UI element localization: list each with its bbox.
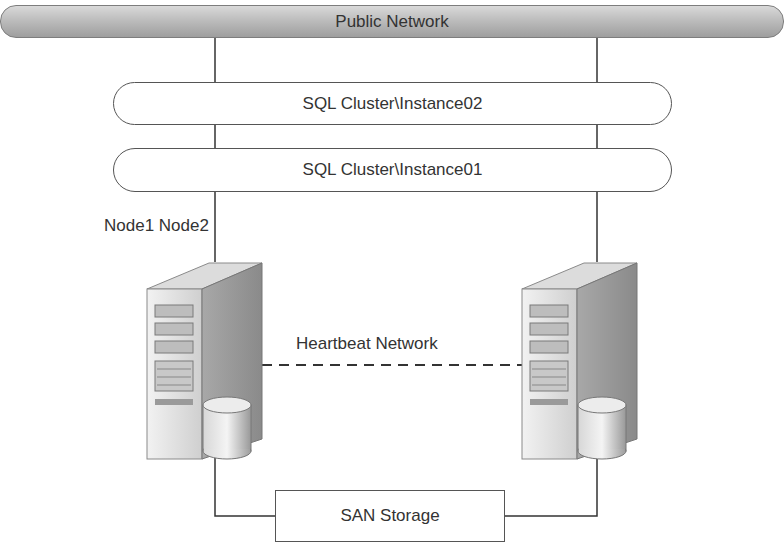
network-link — [597, 38, 598, 82]
cluster-instance: SQL Cluster\Instance01 — [113, 148, 672, 192]
node-label: Node1 Node2 — [104, 216, 209, 236]
network-link — [215, 38, 216, 82]
node-text: Public Network — [335, 12, 448, 32]
node-text: SQL Cluster\Instance02 — [303, 94, 483, 114]
network-pipe: Public Network — [0, 5, 784, 38]
node-text: SAN Storage — [340, 506, 439, 526]
network-label: Heartbeat Network — [296, 334, 438, 354]
storage-box: SAN Storage — [275, 490, 505, 542]
node-text: SQL Cluster\Instance01 — [303, 160, 483, 180]
network-link — [597, 125, 598, 148]
network-link — [215, 125, 216, 148]
cluster-instance: SQL Cluster\Instance02 — [113, 82, 672, 125]
